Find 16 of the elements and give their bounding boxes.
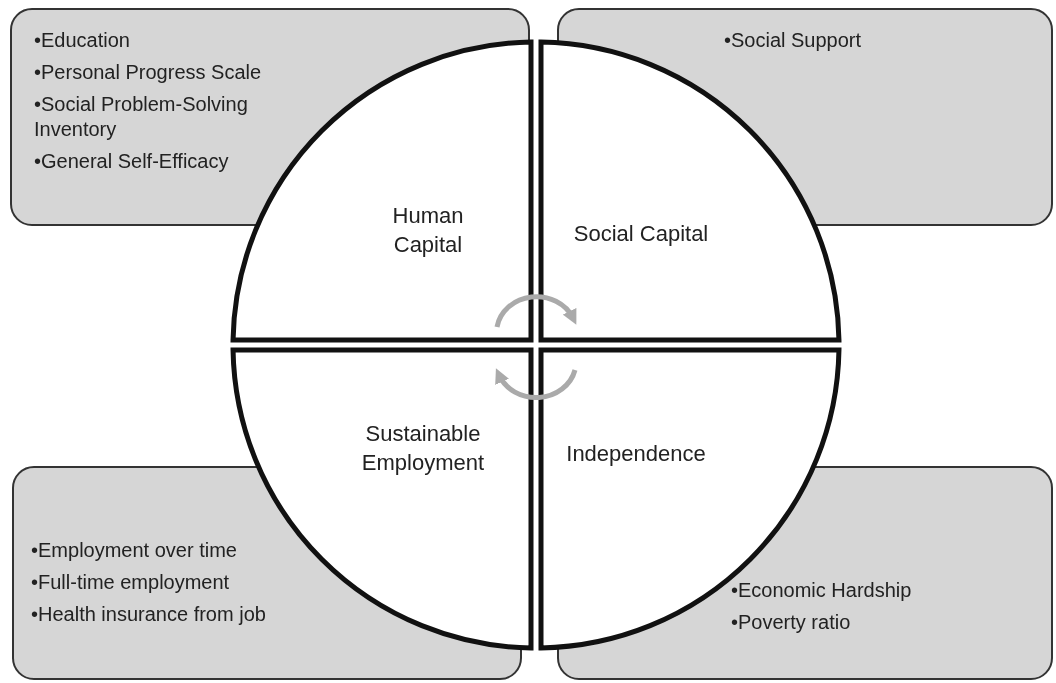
quadrant-label: Human Capital <box>391 202 465 259</box>
cycle-arrow <box>494 294 577 328</box>
list-item: •Poverty ratio <box>731 610 852 635</box>
list-item: •General Self-Efficacy <box>34 149 230 174</box>
list-item: •Health insurance from job <box>31 602 267 627</box>
quadrant-label: Independence <box>565 440 707 468</box>
list-item: •Full-time employment <box>31 570 231 595</box>
list-item: •Employment over time <box>31 538 238 563</box>
list-item: •Personal Progress Scale <box>34 60 263 85</box>
list-item: •Social Support <box>724 28 863 53</box>
list-item: •Economic Hardship <box>731 578 913 603</box>
cycle-arrow <box>495 368 578 400</box>
list-item: •Social Problem-Solving Inventory <box>34 92 249 142</box>
quadrant-label: Sustainable Employment <box>360 420 486 477</box>
quadrant-label: Social Capital <box>572 220 710 248</box>
list-item: •Education <box>34 28 131 53</box>
